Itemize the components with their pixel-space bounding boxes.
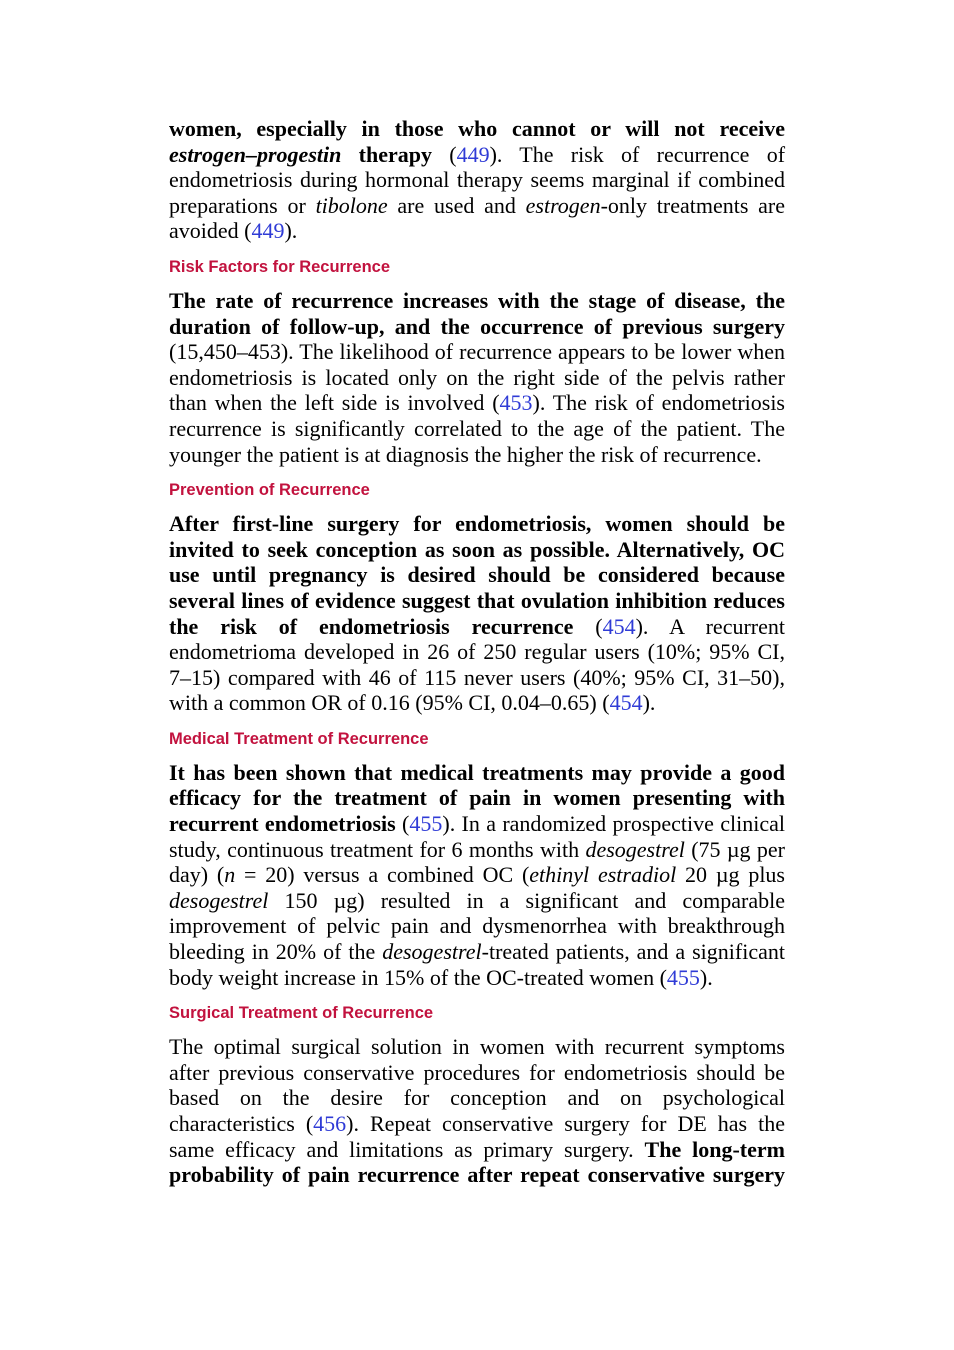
text-run: are used and	[387, 192, 526, 218]
text-run: (75 µg per day) (	[169, 836, 785, 888]
text-run: ethinyl estradiol	[529, 862, 677, 888]
text-run: ). A recurrent endometrioma developed in…	[169, 613, 785, 716]
section-medical-treatment: Medical Treatment of Recurrence It has b…	[169, 729, 785, 990]
text-run: (	[573, 613, 603, 639]
section-heading: Surgical Treatment of Recurrence	[169, 1004, 434, 1023]
section-surgical-treatment: Surgical Treatment of Recurrence The opt…	[169, 1003, 785, 1188]
text-run: desogestrel	[585, 836, 685, 862]
text-run: 150 µg) resulted in a significant and co…	[169, 887, 785, 965]
text-run: therapy	[341, 141, 432, 167]
section-prevention: Prevention of Recurrence After first-lin…	[169, 480, 785, 716]
section-heading: Medical Treatment of Recurrence	[169, 729, 429, 748]
section-risk-factors: Risk Factors for Recurrence The rate of …	[169, 257, 785, 467]
text-run: ). The risk of recurrence of endometrios…	[169, 141, 786, 218]
document-page: women, especially in those who cannot or…	[169, 116, 785, 1188]
text-run: tibolone	[315, 192, 388, 218]
body-paragraph: After first-line surgery for endometrios…	[169, 511, 785, 716]
text-run: ).	[642, 690, 656, 716]
body-paragraph: The rate of recurrence increases with th…	[169, 288, 785, 467]
text-run: ).	[284, 218, 298, 244]
body-paragraph: It has been shown that medical treatment…	[169, 760, 785, 990]
text-run: 20 µg plus	[676, 862, 785, 888]
text-run: desogestrel	[382, 939, 482, 965]
text-run: After first-line surgery for endometrios…	[169, 511, 785, 639]
text-run: estrogen	[525, 192, 601, 218]
text-run: ).	[699, 964, 713, 990]
citation-link[interactable]: 455	[409, 811, 443, 837]
text-run: ). In a randomized prospective clinical …	[169, 811, 785, 862]
text-run: n	[224, 862, 236, 888]
section-heading: Risk Factors for Recurrence	[169, 257, 391, 276]
citation-link[interactable]: 449	[456, 141, 490, 167]
text-run: It has been shown that medical treatment…	[169, 759, 785, 837]
citation-link[interactable]: 454	[609, 690, 643, 716]
citation-link[interactable]: 456	[313, 1111, 347, 1136]
text-run: desogestrel	[169, 887, 269, 913]
text-run: estrogen–progestin	[169, 141, 342, 167]
body-paragraph: The optimal surgical solution in women w…	[169, 1034, 785, 1188]
body-paragraph: women, especially in those who cannot or…	[169, 116, 785, 244]
citation-link[interactable]: 454	[602, 613, 636, 639]
text-run: -only treatments are avoided (	[169, 192, 785, 244]
text-run: ). The risk of endometriosis recurrence …	[169, 390, 785, 467]
citation-link[interactable]: 453	[499, 390, 533, 416]
text-run: (15,450–453). The likelihood of recurren…	[169, 339, 785, 416]
text-run: (	[431, 141, 457, 167]
text-run: The optimal surgical solution in women w…	[169, 1034, 785, 1136]
text-run: The long-term probability of pain recurr…	[169, 1136, 785, 1188]
text-run: women, especially in those who cannot or…	[169, 116, 785, 141]
text-run: The rate of recurrence increases with th…	[169, 287, 785, 339]
text-run: = 20) versus a combined OC (	[235, 862, 530, 888]
text-run: ). Repeat conservative surgery for DE ha…	[169, 1111, 785, 1162]
citation-link[interactable]: 455	[666, 964, 700, 990]
text-run: -treated patients, and a significant bod…	[169, 939, 785, 990]
text-run: (	[395, 811, 410, 837]
citation-link[interactable]: 449	[251, 218, 285, 244]
section-heading: Prevention of Recurrence	[169, 481, 370, 500]
